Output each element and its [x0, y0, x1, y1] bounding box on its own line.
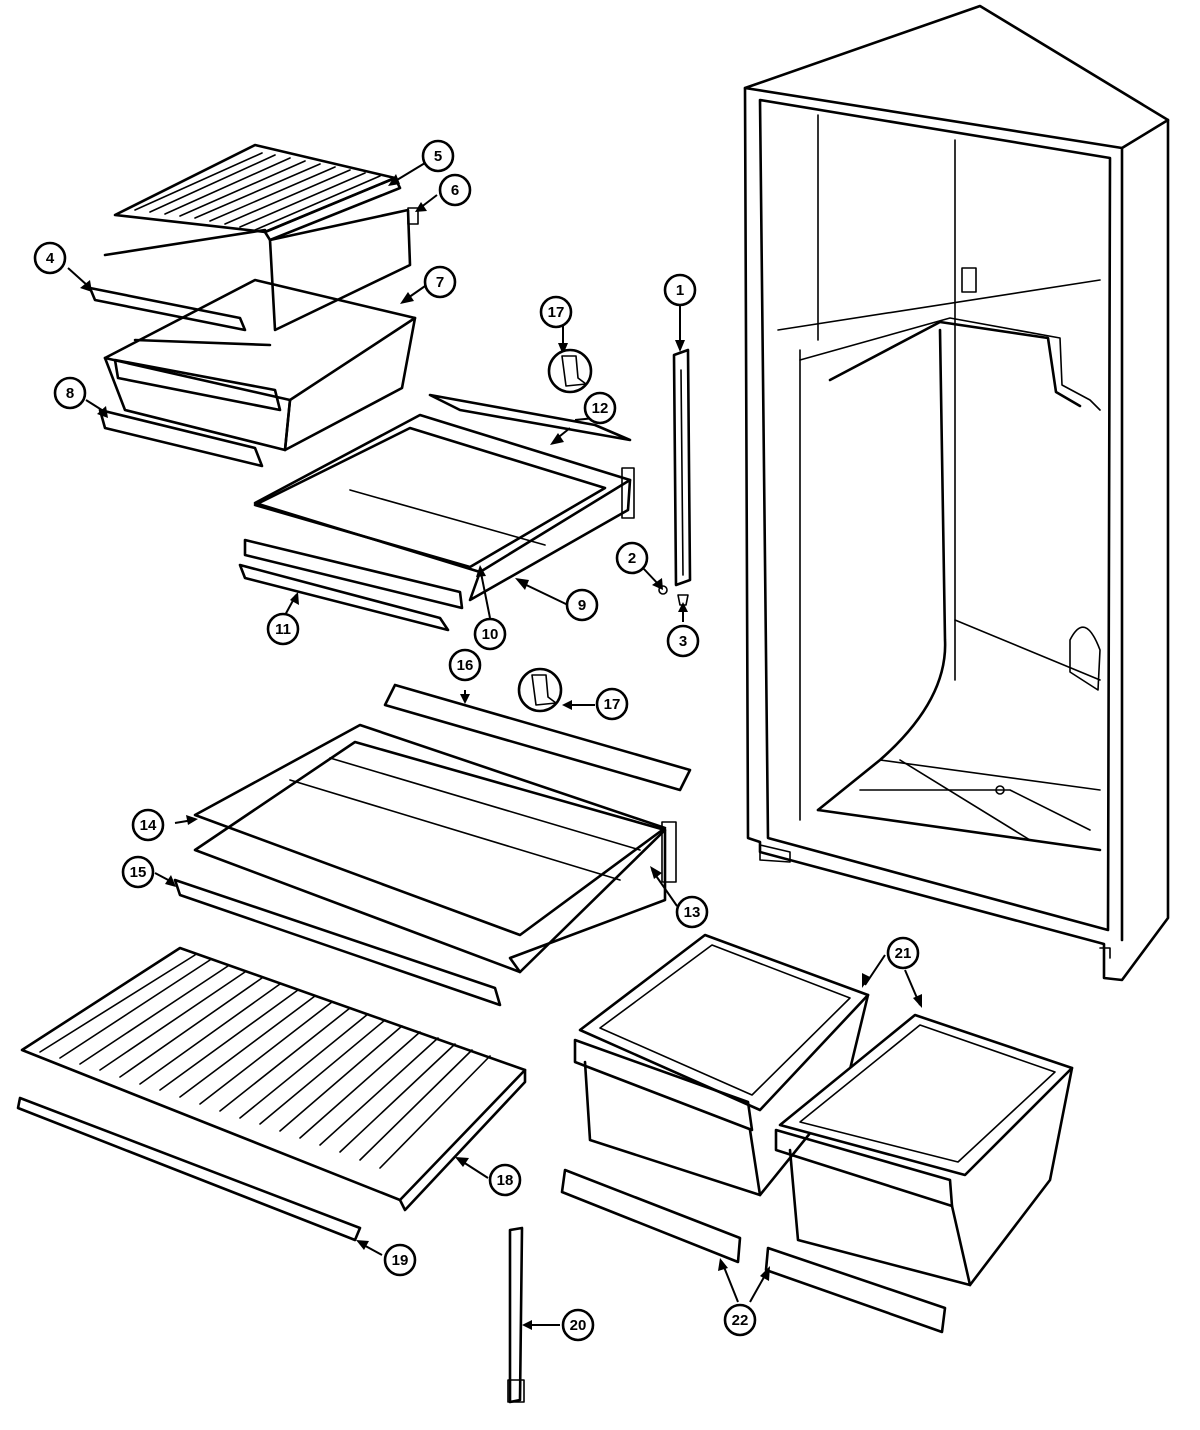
- callout-circle: [583, 391, 617, 425]
- clip-icon-bottom: [517, 667, 563, 713]
- callout-circle: [438, 173, 472, 207]
- callout-4: 4: [33, 241, 67, 275]
- callout-22: 22: [723, 1303, 757, 1337]
- callout-label: 14: [140, 817, 157, 834]
- callout-label: 20: [570, 1317, 587, 1334]
- part-21-crisper-left: [573, 933, 870, 1197]
- callout-1: 1: [663, 273, 697, 307]
- callout-20: 20: [561, 1308, 595, 1342]
- callout-circle: [675, 895, 709, 929]
- callout-label: 12: [592, 400, 609, 417]
- part-8-front-rail: [98, 408, 264, 468]
- callout-label: 4: [46, 250, 55, 267]
- callout-circle: [886, 936, 920, 970]
- callout-label: 5: [434, 148, 442, 165]
- callout-label: 2: [628, 550, 636, 567]
- callout-label: 13: [684, 904, 701, 921]
- callout-circle: [266, 612, 300, 646]
- callout-5: 5: [421, 139, 455, 173]
- callout-circle: [421, 139, 455, 173]
- callout-label: 19: [392, 1252, 409, 1269]
- callout-circle: [615, 541, 649, 575]
- part-4-front-rail: [88, 286, 247, 332]
- callout-14: 14: [131, 808, 165, 842]
- part-13-shelf-frame: [193, 740, 677, 974]
- part-9-shelf-frame: [243, 413, 635, 610]
- part-3-cap: [677, 594, 689, 606]
- callout-label: 11: [275, 621, 291, 638]
- refrigerator-cabinet: [743, 4, 1170, 982]
- callout-3: 3: [666, 624, 700, 658]
- callout-circle: [595, 687, 629, 721]
- part-22-crisper-rail-left: [560, 1168, 742, 1264]
- part-20-shelf-support: [507, 1226, 525, 1404]
- callout-circle: [423, 265, 457, 299]
- callout-circle: [488, 1163, 522, 1197]
- callout-circle: [448, 648, 482, 682]
- callout-19: 19: [383, 1243, 417, 1277]
- callout-label: 7: [436, 274, 444, 291]
- callout-label: 16: [457, 657, 474, 674]
- callout-label: 10: [482, 626, 499, 643]
- callout-label: 21: [895, 945, 912, 962]
- callout-13: 13: [675, 895, 709, 929]
- callout-circle: [53, 376, 87, 410]
- callout-circle: [565, 588, 599, 622]
- callout-11: 11: [266, 612, 300, 646]
- callout-16: 16: [448, 648, 482, 682]
- callout-10: 10: [473, 617, 507, 651]
- callout-circle: [131, 808, 165, 842]
- callout-label: 15: [130, 864, 147, 881]
- callout-circle: [539, 295, 573, 329]
- callout-circle: [723, 1303, 757, 1337]
- callout-label: 1: [676, 282, 684, 299]
- callout-21: 21: [886, 936, 920, 970]
- callout-9: 9: [565, 588, 599, 622]
- callout-circle: [383, 1243, 417, 1277]
- part-11-front-rail: [238, 563, 450, 632]
- callout-label: 18: [497, 1172, 514, 1189]
- clip-icon-top: [547, 348, 593, 394]
- callout-circle: [663, 273, 697, 307]
- callout-circle: [121, 855, 155, 889]
- part-15-front-rail: [173, 878, 502, 1007]
- callout-circle: [33, 241, 67, 275]
- part-22-crisper-rail-right: [764, 1246, 947, 1334]
- callout-15: 15: [121, 855, 155, 889]
- part-6-cover-support: [268, 207, 419, 332]
- part-7-meat-pan: [103, 228, 417, 452]
- callout-2: 2: [615, 541, 649, 575]
- part-14-glass-shelf: [193, 723, 667, 937]
- callout-label: 9: [578, 597, 586, 614]
- callout-8: 8: [53, 376, 87, 410]
- callout-6: 6: [438, 173, 472, 207]
- part-1-shelf-support: [672, 348, 692, 587]
- callout-label: 17: [604, 696, 621, 713]
- part-19-front-rail: [16, 1096, 362, 1242]
- callout-label: 8: [66, 385, 74, 402]
- part-2-screw: [658, 585, 668, 595]
- callout-label: 22: [732, 1312, 749, 1329]
- callout-circle: [561, 1308, 595, 1342]
- callout-7: 7: [423, 265, 457, 299]
- callout-label: 6: [451, 182, 459, 199]
- callout-circle: [666, 624, 700, 658]
- part-21-crisper-right: [774, 1013, 1074, 1287]
- part-10-glass-shelf: [253, 426, 607, 569]
- part-16-rear-rail: [383, 683, 692, 792]
- part-5-pan-cover: [113, 143, 402, 242]
- callout-12: 12: [583, 391, 617, 425]
- callout-label: 17: [548, 304, 565, 321]
- leader-lines: [67, 162, 922, 1330]
- part-12-rear-rail: [428, 393, 632, 442]
- callout-circle: [473, 617, 507, 651]
- callout-17: 17: [595, 687, 629, 721]
- callout-label: 3: [679, 633, 687, 650]
- part-18-wire-shelf: [20, 946, 527, 1212]
- callout-17: 17: [539, 295, 573, 329]
- callout-18: 18: [488, 1163, 522, 1197]
